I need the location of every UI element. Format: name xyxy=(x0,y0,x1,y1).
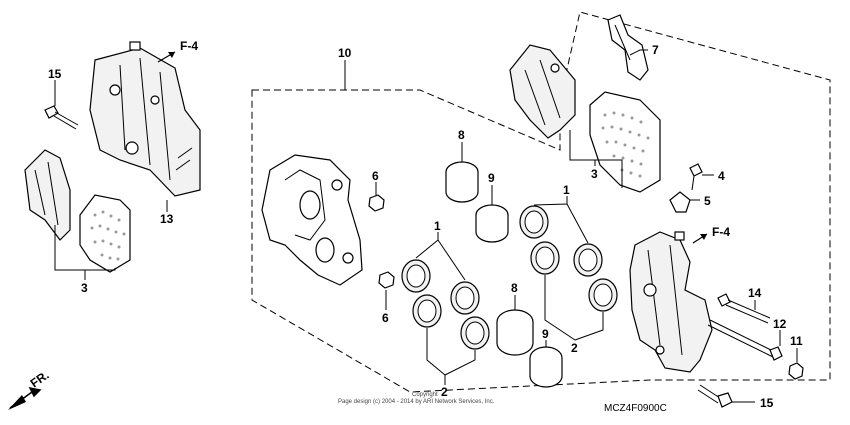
pad-spring-7 xyxy=(607,14,649,81)
front-direction-arrow xyxy=(8,386,42,410)
nut-6-lower xyxy=(378,271,395,289)
leader-lines xyxy=(54,49,798,403)
callout-13: 13 xyxy=(160,212,174,226)
callout-4: 4 xyxy=(718,169,725,183)
callout-15-right: 15 xyxy=(760,396,774,410)
piston-9-lower xyxy=(529,346,563,388)
callout-2-right: 2 xyxy=(571,341,578,355)
ref-front: FR. xyxy=(28,368,52,391)
f4-arrow-top xyxy=(157,51,176,63)
page-design-credit: Page design (c) 2004 - 2014 by ARI Netwo… xyxy=(338,399,495,405)
callout-15-left: 15 xyxy=(48,67,62,81)
nut-6-upper xyxy=(368,194,385,212)
ref-f4-top: F-4 xyxy=(180,39,198,53)
callout-8-lower: 8 xyxy=(511,281,518,295)
callout-12: 12 xyxy=(773,317,787,331)
callout-9-upper: 9 xyxy=(488,171,495,185)
bolt-15-left xyxy=(44,105,79,130)
ref-f4-right: F-4 xyxy=(712,225,730,239)
pad-pin-4 xyxy=(689,163,703,191)
diagram-code: MCZ4F0900C xyxy=(604,403,667,414)
caliper-body-half xyxy=(261,154,363,286)
seal-rings-left xyxy=(401,259,490,350)
f4-arrow-right xyxy=(692,233,708,244)
callout-10: 10 xyxy=(338,46,352,60)
callout-11: 11 xyxy=(790,334,803,348)
brake-pads-3-upper xyxy=(509,44,661,193)
brake-pads-3-left xyxy=(24,149,131,273)
callout-6-upper: 6 xyxy=(372,169,379,183)
callout-3-left: 3 xyxy=(81,281,88,295)
bolt-14 xyxy=(717,293,771,324)
callout-3-upper: 3 xyxy=(591,167,598,181)
caliper-body-right xyxy=(629,231,713,373)
bolt-12 xyxy=(707,319,783,361)
caliper-assembly-13 xyxy=(89,41,201,197)
pin-clip-5 xyxy=(669,191,691,213)
callout-7: 7 xyxy=(652,43,659,57)
piston-8-upper xyxy=(445,161,479,203)
callout-2-left: 2 xyxy=(441,385,448,399)
piston-9-upper xyxy=(475,204,509,243)
copyright-label: Copyright xyxy=(412,392,438,398)
nut-11 xyxy=(788,362,804,380)
assembly-boundary-10 xyxy=(251,11,831,393)
callout-1-right: 1 xyxy=(563,183,570,197)
callout-8-upper: 8 xyxy=(458,128,465,142)
callout-14: 14 xyxy=(748,286,762,300)
callout-6-lower: 6 xyxy=(382,311,389,325)
piston-8-lower xyxy=(496,309,534,356)
bolt-15-right xyxy=(697,384,733,408)
seal-rings-right xyxy=(519,205,618,312)
callout-1-left: 1 xyxy=(434,219,441,233)
callout-9-lower: 9 xyxy=(542,327,549,341)
callout-5: 5 xyxy=(704,194,711,208)
